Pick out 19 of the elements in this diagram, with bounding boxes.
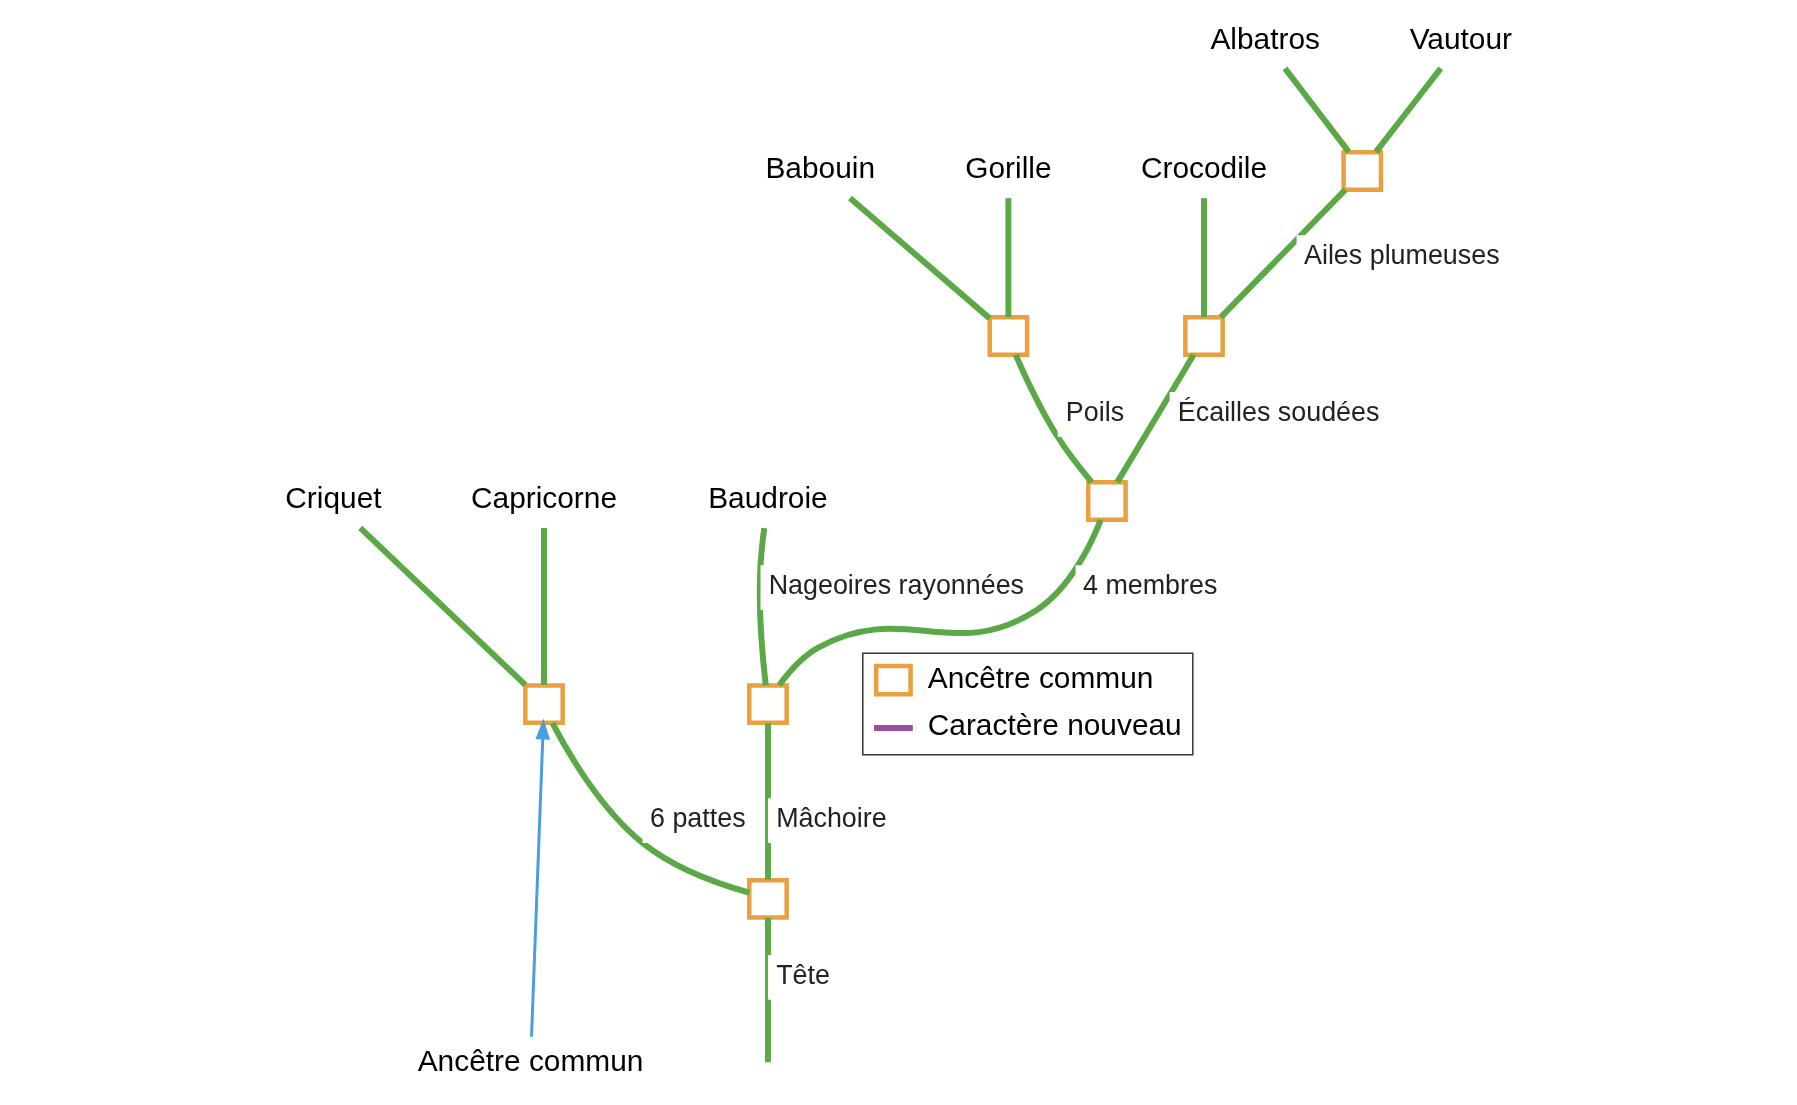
edge-label: Nageoires rayonnées (768, 570, 1024, 601)
node-text: Baudroie (707, 481, 828, 515)
edge-label: 4 membres (1082, 570, 1217, 601)
node-text: Crocodile (1140, 151, 1267, 185)
node-text: Vautour (1409, 21, 1512, 55)
node-text: Ancêtre commun (417, 1044, 643, 1078)
edge-label: Écailles soudées (1177, 396, 1379, 427)
legend-label: Caractère nouveau (927, 708, 1182, 742)
edge-label: Tête (775, 959, 830, 990)
edge-label: 6 pattes (649, 803, 746, 834)
node-text: Babouin (764, 151, 875, 185)
edge-label: Mâchoire (775, 803, 887, 834)
node-text: Criquet (284, 481, 382, 515)
node-text: Capricorne (470, 481, 617, 515)
node-text: Albatros (1209, 21, 1320, 55)
edge-label: Ailes plumeuses (1303, 240, 1500, 271)
legend-label: Ancêtre commun (927, 660, 1153, 694)
edge-label: Poils (1065, 396, 1124, 427)
node-text: Gorille (964, 151, 1052, 185)
